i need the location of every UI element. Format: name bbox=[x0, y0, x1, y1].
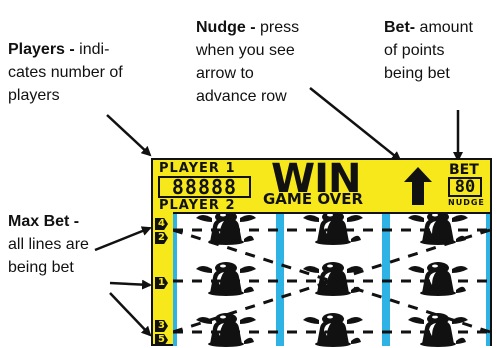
line-marker-4: 4 bbox=[155, 218, 168, 230]
max-bet-annotation-line-1: all lines are bbox=[8, 236, 89, 253]
players-pointer-arrow bbox=[106, 114, 152, 157]
nudge-annotation-line-4: advance row bbox=[196, 88, 287, 105]
bet-label: BET bbox=[449, 162, 479, 178]
machine-header: PLAYER 1 88888 PLAYER 2 WIN GAME OVER BE… bbox=[153, 156, 490, 214]
nudge-label: NUDGE bbox=[448, 198, 485, 207]
nudge-annotation-line-3: arrow to bbox=[196, 65, 254, 82]
players-annotation-line-3: players bbox=[8, 87, 60, 104]
bet-annotation-line-1: amount bbox=[415, 19, 473, 36]
reel-symbols bbox=[173, 214, 490, 347]
max-bet-annotation-line-2: being bet bbox=[8, 259, 74, 276]
nudge-annotation-line-1: press bbox=[255, 19, 300, 36]
game-over-indicator: GAME OVER bbox=[263, 190, 364, 208]
score-display: 88888 bbox=[158, 176, 251, 198]
line-marker-5: 5 bbox=[155, 334, 168, 346]
reel-area bbox=[173, 212, 490, 347]
max-bet-annotation-title: Max Bet - bbox=[8, 213, 80, 230]
line-marker-2: 2 bbox=[155, 232, 168, 244]
reel-symbol-r1-c1 bbox=[196, 214, 256, 245]
bet-annotation-line-3: being bet bbox=[384, 65, 450, 82]
line-marker-3: 3 bbox=[155, 320, 168, 332]
line-marker-1: 1 bbox=[155, 277, 168, 289]
bet-annotation-title: Bet- bbox=[384, 19, 416, 36]
reel-symbol-r3-c2 bbox=[303, 313, 363, 347]
players-annotation-title: Players - bbox=[8, 41, 75, 58]
up-arrow-icon[interactable] bbox=[403, 166, 433, 206]
players-annotation-line-2: cates number of bbox=[8, 64, 123, 81]
nudge-annotation-title: Nudge - bbox=[196, 19, 256, 36]
bet-annotation-line-2: of points bbox=[384, 42, 445, 59]
max-bet-pointer-arrow-lower bbox=[109, 292, 152, 337]
slot-machine-panel: PLAYER 1 88888 PLAYER 2 WIN GAME OVER BE… bbox=[151, 156, 492, 347]
nudge-annotation-line-2: when you see bbox=[196, 42, 295, 59]
players-annotation-line-1: indi- bbox=[74, 41, 110, 58]
reel-symbol-r3-c3 bbox=[408, 313, 468, 347]
player-2-label: PLAYER 2 bbox=[159, 198, 236, 213]
max-bet-pointer-arrow-upper bbox=[94, 226, 152, 252]
max-bet-pointer-arrow-middle bbox=[109, 279, 152, 290]
reel-symbol-r2-c1 bbox=[196, 262, 256, 296]
max-bet-annotation: Max Bet - all lines are being bet bbox=[8, 210, 89, 279]
reel-symbol-r2-c2 bbox=[303, 262, 363, 296]
player-1-label: PLAYER 1 bbox=[159, 161, 236, 176]
win-indicator: WIN bbox=[271, 156, 361, 202]
nudge-annotation: Nudge - press when you see arrow to adva… bbox=[196, 16, 299, 108]
reel-symbol-r3-c1 bbox=[196, 313, 256, 347]
reel-symbol-r2-c3 bbox=[408, 262, 468, 296]
players-annotation: Players - indi- cates number of players bbox=[8, 38, 123, 107]
nudge-pointer-arrow bbox=[309, 87, 402, 162]
bet-display: 80 bbox=[448, 177, 482, 197]
bet-annotation: Bet- amount of points being bet bbox=[384, 16, 473, 85]
